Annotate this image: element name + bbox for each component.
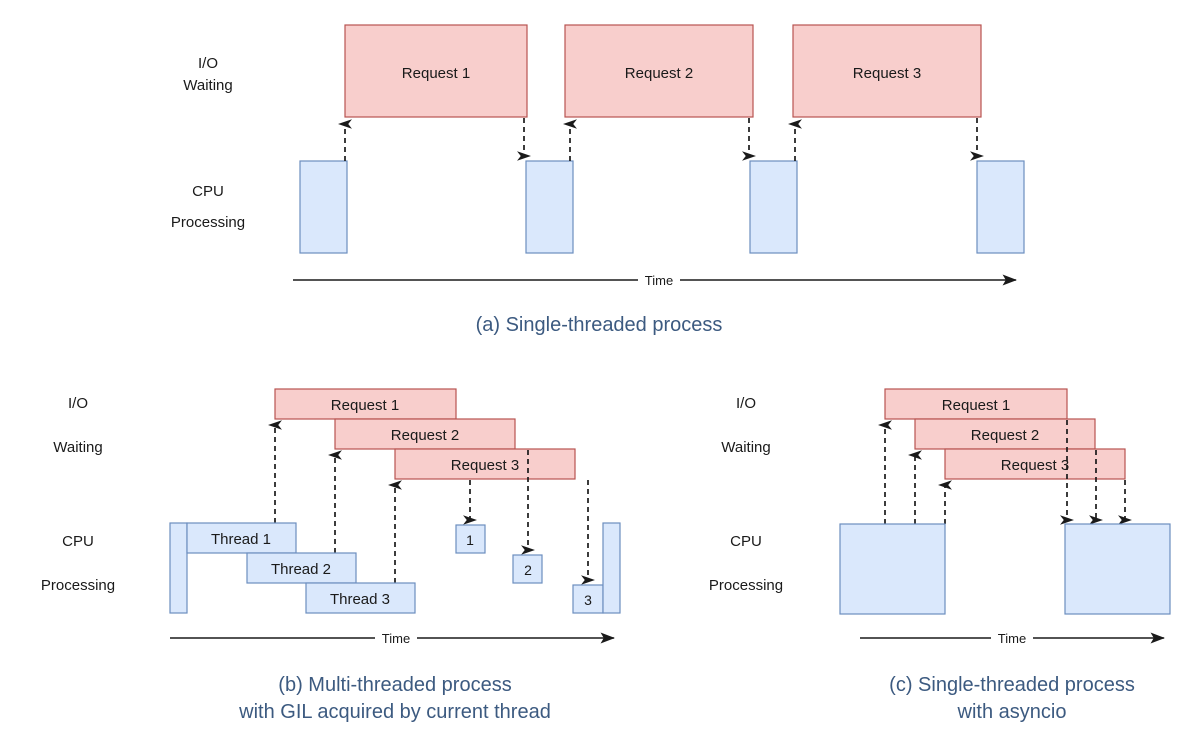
cpu-box: 3 — [572, 584, 604, 614]
cpu-box-main-thread — [169, 522, 188, 614]
io-box-rect — [334, 418, 516, 450]
panel-b-arrows-up — [268, 420, 402, 583]
io-box: Request 3 — [792, 24, 982, 118]
cpu-box — [1064, 523, 1171, 615]
panel-c-axis-labels: I/O Waiting CPU Processing — [709, 395, 783, 594]
panel-c-io-label-line2: Waiting — [721, 439, 770, 456]
panel-b-io-boxes: Request 1 Request 2 Request 3 — [274, 388, 576, 480]
cpu-box-label: 2 — [524, 562, 532, 578]
panel-b-arrows-down — [463, 450, 595, 585]
io-box-label: Request 2 — [971, 427, 1039, 444]
panel-b: I/O Waiting CPU Processing Request 1 Req… — [41, 388, 621, 723]
panel-b-cpu-label-line1: CPU — [62, 533, 94, 550]
time-label-backdrop — [638, 270, 680, 290]
panel-a-io-boxes: Request 1 Request 2 Request 3 — [344, 24, 982, 118]
panel-c-time-axis: Time — [860, 628, 1165, 648]
cpu-box — [749, 160, 798, 254]
panel-a-io-label-line2: Waiting — [183, 77, 232, 94]
io-box-rect — [394, 448, 576, 480]
io-box: Request 3 — [394, 448, 576, 480]
panel-a-arrows — [338, 118, 984, 161]
io-box-label: Request 2 — [391, 427, 459, 444]
cpu-box-main-thread-end — [602, 522, 621, 614]
io-box: Request 2 — [334, 418, 516, 450]
cpu-box — [299, 160, 348, 254]
io-box-rect — [344, 24, 528, 118]
cpu-box-label: 1 — [466, 532, 474, 548]
panel-a-cpu-boxes — [299, 160, 1025, 254]
panel-b-io-label-line1: I/O — [68, 395, 88, 412]
time-label-backdrop — [375, 628, 417, 648]
io-box: Request 2 — [914, 418, 1096, 450]
cpu-box-rect — [455, 524, 486, 554]
cpu-box: Thread 2 — [246, 552, 357, 584]
io-box: Request 1 — [274, 388, 457, 420]
cpu-box-rect — [246, 552, 357, 584]
io-box: Request 2 — [564, 24, 754, 118]
panel-b-caption-line1: (b) Multi-threaded process — [278, 674, 511, 696]
panel-b-io-label-line2: Waiting — [53, 439, 102, 456]
io-box-rect — [792, 24, 982, 118]
panel-a-time-axis: Time — [293, 270, 1017, 290]
io-box-label: Request 1 — [331, 397, 399, 414]
time-axis-label: Time — [998, 631, 1026, 646]
cpu-box: 2 — [512, 554, 543, 584]
cpu-box — [839, 523, 946, 615]
panel-c-arrows-down — [1060, 420, 1132, 525]
cpu-box-label: Thread 3 — [330, 591, 390, 608]
time-label-backdrop — [991, 628, 1033, 648]
panel-b-cpu-label-line2: Processing — [41, 577, 115, 594]
time-axis-label: Time — [382, 631, 410, 646]
panel-c-cpu-label-line1: CPU — [730, 533, 762, 550]
panel-c-caption-line1: (c) Single-threaded process — [889, 674, 1135, 696]
cpu-box: Thread 3 — [305, 582, 416, 614]
panel-a-io-label-line1: I/O — [198, 55, 218, 72]
io-box-label: Request 3 — [451, 457, 519, 474]
panel-b-cpu-boxes: Thread 1 Thread 2 Thread 3 1 2 3 — [169, 522, 621, 614]
panel-c-cpu-label-line2: Processing — [709, 577, 783, 594]
cpu-box-rect — [512, 554, 543, 584]
io-box-label: Request 3 — [853, 65, 921, 82]
panel-a: I/O Waiting CPU Processing Request 1 Req… — [171, 24, 1025, 336]
cpu-box-label: Thread 1 — [211, 531, 271, 548]
io-box-rect — [944, 448, 1126, 480]
io-box-label: Request 1 — [402, 65, 470, 82]
panel-c-io-label-line1: I/O — [736, 395, 756, 412]
panel-b-axis-labels: I/O Waiting CPU Processing — [41, 395, 115, 594]
io-box: Request 3 — [944, 448, 1126, 480]
io-box-label: Request 1 — [942, 397, 1010, 414]
panel-c: I/O Waiting CPU Processing Request 1 Req… — [709, 388, 1171, 723]
io-box-rect — [884, 388, 1068, 420]
io-box-rect — [564, 24, 754, 118]
time-axis-label: Time — [645, 273, 673, 288]
io-box: Request 1 — [344, 24, 528, 118]
cpu-box — [525, 160, 574, 254]
io-box-label: Request 2 — [625, 65, 693, 82]
panel-c-arrows-up — [878, 420, 952, 524]
panel-b-caption-line2: with GIL acquired by current thread — [238, 701, 551, 723]
panel-c-cpu-boxes — [839, 523, 1171, 615]
cpu-box: 1 — [455, 524, 486, 554]
cpu-box-label: 3 — [584, 592, 592, 608]
cpu-box-label: Thread 2 — [271, 561, 331, 578]
cpu-box-rect — [305, 582, 416, 614]
panel-a-axis-labels: I/O Waiting CPU Processing — [171, 55, 245, 231]
panel-c-caption-line2: with asyncio — [957, 701, 1067, 723]
cpu-box — [976, 160, 1025, 254]
panel-a-cpu-label-line2: Processing — [171, 214, 245, 231]
cpu-box-rect — [186, 522, 297, 554]
panel-a-cpu-label-line1: CPU — [192, 183, 224, 200]
io-box-rect — [274, 388, 457, 420]
cpu-box: Thread 1 — [186, 522, 297, 554]
panel-b-time-axis: Time — [170, 628, 615, 648]
io-box: Request 1 — [884, 388, 1068, 420]
io-box-label: Request 3 — [1001, 457, 1069, 474]
panel-c-io-boxes: Request 1 Request 2 Request 3 — [884, 388, 1126, 480]
panel-a-caption: (a) Single-threaded process — [476, 314, 723, 336]
